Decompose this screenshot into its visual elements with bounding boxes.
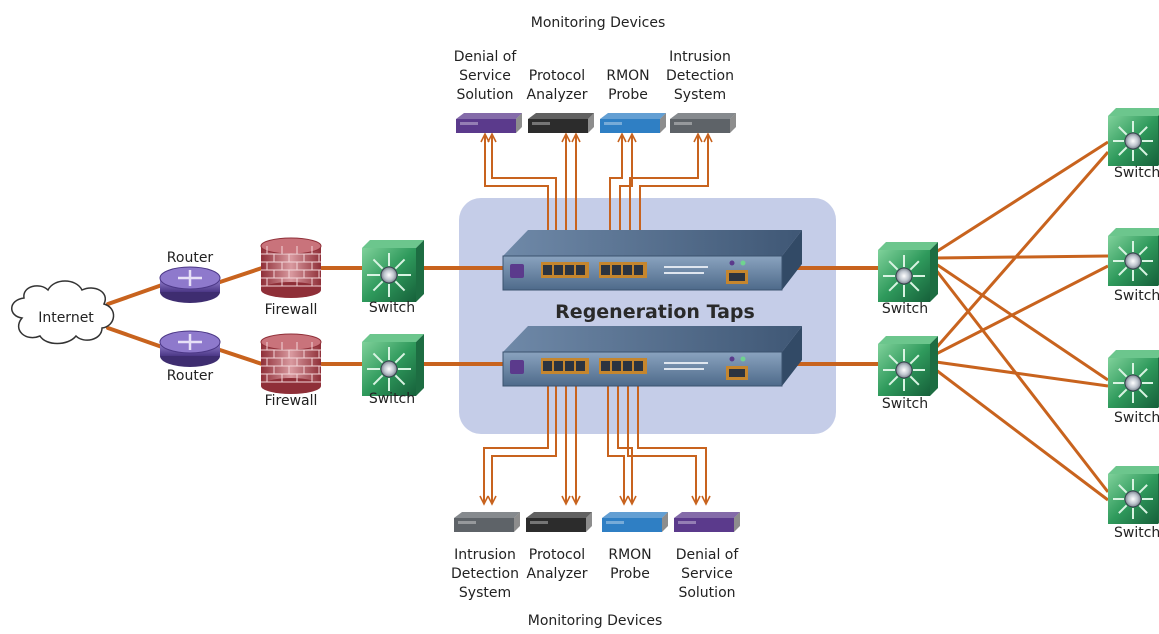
switch-right-4-label: Switch (1114, 525, 1159, 541)
firewall-bottom-label: Firewall (265, 393, 318, 409)
top-monitor-label-2-2: Analyzer (527, 87, 588, 103)
switch-left-bottom-label: Switch (369, 391, 415, 407)
top-monitor-label-4-2: Detection (666, 68, 734, 84)
firewall-top-label: Firewall (265, 302, 318, 318)
top-monitor-device-1-icon (456, 113, 522, 133)
switch-right-4-icon (1108, 466, 1159, 524)
top-monitor-label-1-1: Denial of (454, 49, 518, 65)
tap-monitor-cables-top (484, 136, 709, 258)
top-monitor-label-2-1: Protocol (529, 68, 585, 84)
router-bottom-icon (159, 330, 221, 367)
switch-right-1-icon (1108, 108, 1159, 166)
top-monitor-device-2-icon (528, 113, 594, 133)
switch-mid-bottom-label: Switch (882, 396, 928, 412)
bottom-monitor-label-3-1: RMON (608, 547, 651, 563)
bottom-monitoring-title: Monitoring Devices (528, 613, 663, 629)
cable-internet-router-bottom (106, 326, 164, 349)
switch-right-3-label: Switch (1114, 410, 1159, 426)
top-monitoring-title: Monitoring Devices (531, 15, 666, 31)
router-bottom-label: Router (167, 368, 214, 384)
router-top-label: Router (167, 250, 214, 266)
switch-left-top-icon (362, 240, 424, 302)
switch-right-3-icon (1108, 350, 1159, 408)
top-monitor-label-3-2: Probe (608, 87, 648, 103)
top-monitor-device-4-icon (670, 113, 736, 133)
top-monitor-label-1-3: Solution (456, 87, 513, 103)
bottom-monitor-device-2-icon (526, 512, 592, 532)
switch-right-2-label: Switch (1114, 288, 1159, 304)
cable-router-firewall-bottom (218, 348, 264, 366)
cable-router-firewall-top (218, 266, 264, 284)
firewall-top-icon (260, 237, 322, 298)
switch-right-1-label: Switch (1114, 165, 1159, 181)
switch-left-bottom-icon (362, 334, 424, 396)
cable-internet-router-top (106, 283, 164, 306)
top-monitor-label-1-2: Service (459, 68, 511, 84)
tap-monitor-cables-bottom (483, 374, 707, 502)
regeneration-tap-top-ports (541, 262, 647, 278)
router-top-icon (159, 266, 221, 303)
firewall-bottom-icon (260, 333, 322, 394)
top-monitor-label-4-3: System (674, 87, 726, 103)
switch-mid-top-label: Switch (882, 301, 928, 317)
bottom-monitor-label-2-1: Protocol (529, 547, 585, 563)
bottom-monitor-label-1-2: Detection (451, 566, 519, 582)
regeneration-tap-top (502, 230, 802, 291)
internet-label: Internet (38, 310, 94, 326)
switch-mid-top-icon (878, 242, 938, 302)
bottom-monitor-label-2-2: Analyzer (527, 566, 588, 582)
bottom-monitor-device-3-icon (602, 512, 668, 532)
switch-left-top-label: Switch (369, 300, 415, 316)
bottom-monitor-label-4-3: Solution (678, 585, 735, 601)
regeneration-taps-title: Regeneration Taps (555, 301, 755, 323)
arrowheads (479, 132, 713, 506)
top-monitor-label-4-1: Intrusion (669, 49, 731, 65)
bottom-monitor-label-1-3: System (459, 585, 511, 601)
bottom-monitor-label-3-2: Probe (610, 566, 650, 582)
top-monitor-label-3-1: RMON (606, 68, 649, 84)
switch-mid-bottom-icon (878, 336, 938, 396)
bottom-monitor-device-4-icon (674, 512, 740, 532)
bottom-monitor-device-1-icon (454, 512, 520, 532)
mesh-cables (934, 140, 1110, 502)
bottom-monitor-label-4-1: Denial of (676, 547, 740, 563)
bottom-monitor-label-4-2: Service (681, 566, 733, 582)
regeneration-tap-bottom (502, 326, 802, 387)
switch-right-2-icon (1108, 228, 1159, 286)
top-monitor-device-3-icon (600, 113, 666, 133)
bottom-monitor-label-1-1: Intrusion (454, 547, 516, 563)
regeneration-tap-bottom-ports (541, 358, 647, 374)
internet-cloud-icon: Internet (11, 280, 115, 345)
